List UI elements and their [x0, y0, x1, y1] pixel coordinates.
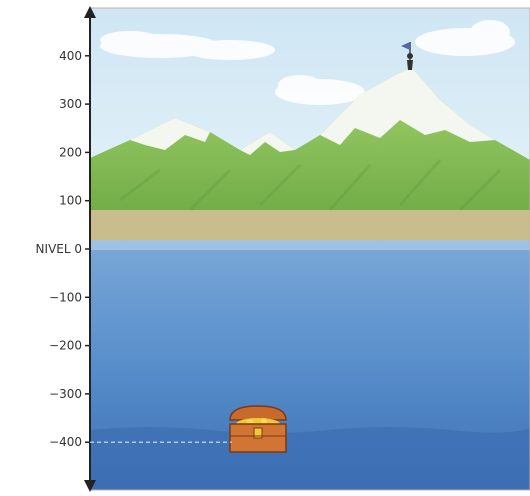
axis-arrow-down-icon: [84, 480, 96, 492]
axis-tick-label: NIVEL 0: [36, 242, 82, 256]
axis-tick-label: −200: [49, 339, 82, 353]
axis-tick-label: −300: [49, 387, 82, 401]
climber-flag-icon: [401, 42, 413, 70]
mountain-snow: [240, 132, 295, 155]
axis-arrow-up-icon: [84, 6, 96, 18]
mountain-slope-shading: [119, 159, 502, 212]
axis-tick-label: 400: [59, 49, 82, 63]
cloud-icon: [275, 75, 365, 105]
axis-tick-label: 200: [59, 145, 82, 159]
axis-tick-label: 100: [59, 194, 82, 208]
shore: [90, 210, 530, 240]
axis-tick-label: −400: [49, 435, 82, 449]
mountain-snow: [130, 118, 210, 150]
sea-surface: [90, 240, 530, 250]
mountain-snow: [320, 68, 495, 145]
cloud-icon: [100, 31, 275, 60]
axis-tick-label: 300: [59, 97, 82, 111]
axis-tick-label: −100: [49, 290, 82, 304]
cloud-icon: [415, 20, 515, 56]
treasure-chest-icon: [229, 405, 287, 453]
water-wave: [90, 427, 530, 490]
